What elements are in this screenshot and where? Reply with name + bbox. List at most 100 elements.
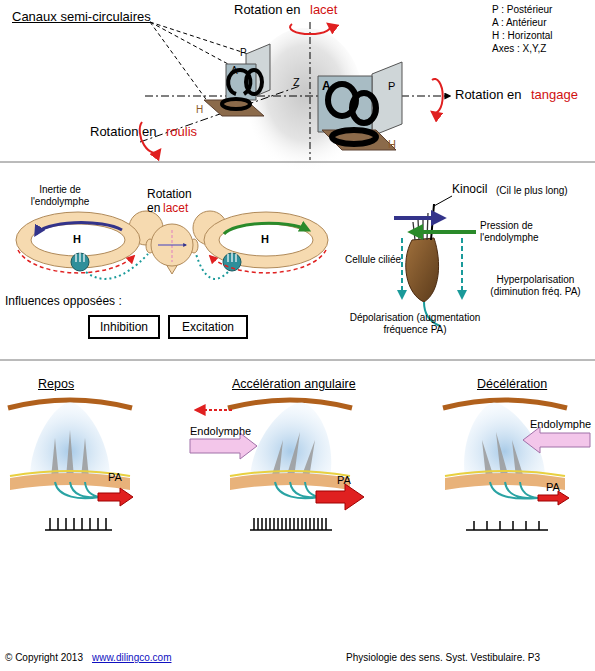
hair-cell [406, 238, 439, 302]
text-label: PA [108, 471, 122, 484]
separator [0, 360, 595, 361]
text-label: Z [293, 76, 300, 89]
cupula-acceleration [275, 482, 320, 498]
text-label: lacet [163, 202, 188, 216]
cupula-deceleration [538, 491, 569, 505]
box-text: Excitation [182, 320, 234, 334]
text-label: H [73, 233, 81, 246]
cupula-acceleration [316, 484, 364, 510]
text-label: H [261, 233, 269, 246]
pressure-arrow [412, 230, 476, 234]
cupula-acceleration [190, 400, 364, 510]
text-label: roulis [166, 125, 197, 140]
text-label: tangage [531, 88, 578, 103]
canal-planes-right [318, 62, 402, 150]
horizontal-canal [219, 224, 313, 256]
text-label: Hyperpolarisation (diminution fréq. PA) [478, 274, 593, 297]
text-label: Décélération [477, 377, 547, 391]
pitch-axis [145, 96, 450, 97]
pitch-arrow [432, 79, 443, 113]
cupula-deceleration [445, 471, 565, 476]
text-label: H [388, 138, 396, 151]
text-label: (Cil le plus long) [496, 185, 568, 197]
canal-planes-right [352, 93, 376, 123]
horizontal-canal [204, 212, 328, 268]
text-label: A : Antérieur [492, 17, 546, 29]
leader-line [150, 22, 248, 54]
cupula-rest [55, 482, 100, 498]
text-label: H [196, 104, 203, 116]
text-label: Inertie de l'endolymphe [28, 184, 92, 207]
process-box: Inhibition [88, 315, 160, 339]
box-text: Inhibition [100, 320, 148, 334]
signal-arrow [401, 238, 403, 298]
endolymph-arrow [36, 223, 122, 234]
separator [0, 162, 595, 163]
text-label: P [240, 47, 247, 59]
text-label: Dépolarisation (augmentation fréquence P… [340, 312, 490, 335]
text-label: Canaux semi-circulaires [12, 10, 151, 25]
head-top-view [158, 245, 186, 246]
text-label: Rotation en [90, 125, 157, 140]
spike-train [45, 518, 112, 530]
cupula-rest [30, 402, 110, 478]
yaw-arrow [290, 24, 330, 34]
text-label: A [231, 65, 238, 77]
roll-axis [140, 86, 300, 142]
rotation-arrow [210, 250, 326, 273]
text-label: Endolymphe [190, 425, 251, 438]
cilia [228, 252, 236, 262]
ampulla [71, 253, 89, 271]
leader-line [150, 22, 208, 102]
text-label: Endolymphe [530, 418, 591, 431]
cupula-deceleration [523, 427, 590, 453]
text-label: Rotation en [455, 88, 522, 103]
bottom-panel [8, 400, 590, 510]
endolymph-arrow [224, 223, 308, 234]
canal-planes-left [204, 100, 264, 116]
canal-planes-left [246, 44, 270, 100]
cilia [76, 252, 84, 262]
head-top-view [146, 224, 198, 274]
cupula-acceleration [230, 473, 350, 490]
text-label: P : Postérieur [492, 4, 552, 16]
cupula-deceleration [443, 400, 567, 408]
text-label: Accélération angulaire [232, 377, 356, 391]
cupula-deceleration [443, 400, 590, 505]
text-label: lacet [310, 3, 337, 18]
cupula-rest [8, 400, 133, 506]
hair-cell [406, 196, 452, 326]
text-label: Pression de l'endolymphe [480, 220, 562, 243]
top-panel [140, 22, 450, 172]
text-label: Kinocil [452, 183, 487, 197]
text-label: PA [546, 481, 560, 494]
text-label: H : Horizontal [492, 30, 553, 42]
text-label: A [322, 80, 331, 94]
text-label: www.dilingco.com [92, 652, 171, 664]
hair-cell [431, 204, 434, 240]
cupula-rest [98, 488, 133, 506]
text-label: Axes : X,Y,Z [492, 43, 546, 55]
cupula-acceleration [196, 409, 232, 411]
canal-planes-right [322, 130, 396, 150]
text-label: Repos [38, 377, 74, 391]
z-axis [310, 22, 311, 160]
head-top-view [151, 224, 193, 266]
canal-planes-right [332, 130, 376, 144]
nerve-path [196, 254, 228, 279]
cupula-acceleration [250, 402, 331, 478]
signal-arrow [461, 238, 463, 298]
spike-train [250, 518, 332, 530]
process-box: Excitation [168, 315, 248, 339]
nerve-path [86, 254, 148, 279]
cupula-acceleration [230, 471, 350, 476]
rotation-arrow [18, 250, 134, 273]
text-label: Physiologie des sens. Syst. Vestibulaire… [346, 652, 540, 664]
hair-cell [434, 196, 452, 206]
leader-line [150, 22, 228, 64]
text-label: PA [337, 474, 351, 487]
canal-planes-left [246, 70, 262, 94]
text-label: Rotation en [234, 3, 301, 18]
deflection-arrow [394, 216, 442, 220]
